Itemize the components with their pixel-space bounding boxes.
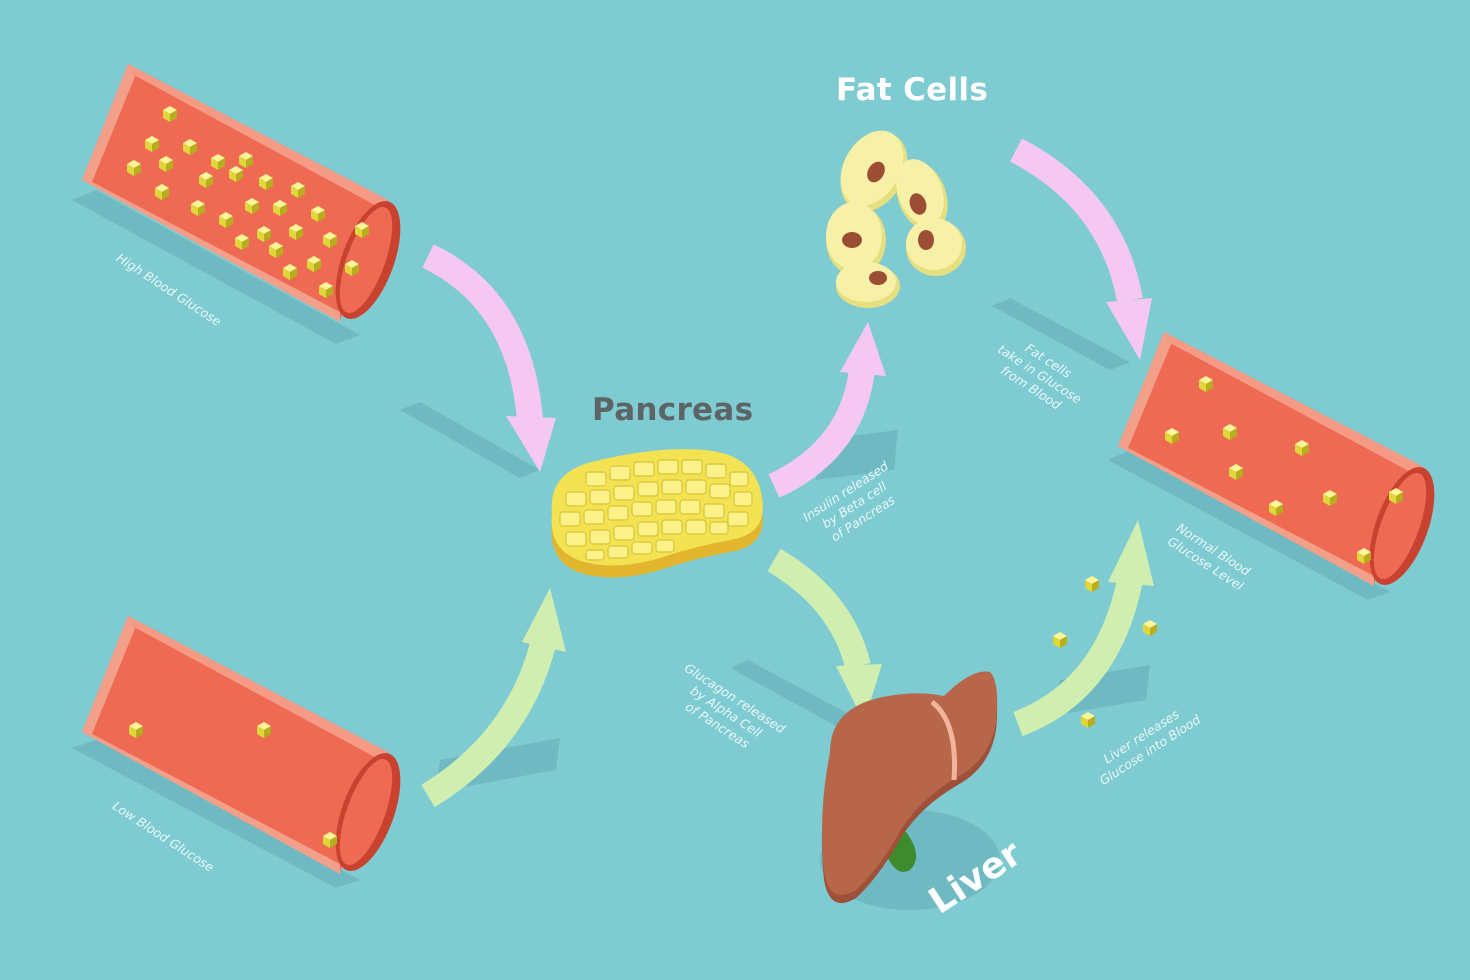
fat-cell xyxy=(896,159,948,231)
pancreas xyxy=(551,449,763,578)
fat-cells-title: Fat Cells xyxy=(836,72,989,108)
pancreas-title: Pancreas xyxy=(592,392,754,428)
vessel-high-glucose xyxy=(82,64,401,322)
arrow-glucagon-to-liver xyxy=(767,548,882,722)
arrow-fat-to-normal xyxy=(1009,138,1152,360)
liver xyxy=(822,671,998,904)
fat-cell xyxy=(906,218,966,276)
arrow-low-to-pancreas xyxy=(421,588,566,808)
vessel-normal-glucose xyxy=(1118,332,1435,586)
fat-cell xyxy=(826,202,886,276)
vessel-low-glucose xyxy=(82,616,401,874)
fat-cell xyxy=(840,130,908,212)
fat-cell xyxy=(836,262,900,308)
arrow-high-to-pancreas xyxy=(422,244,556,472)
arrow-insulin-to-fat xyxy=(768,322,886,498)
floor-shadows xyxy=(72,190,1390,910)
fat-cells xyxy=(826,130,966,308)
arrow-liver-to-normal xyxy=(1013,520,1154,737)
pancreas-cells xyxy=(559,459,753,561)
